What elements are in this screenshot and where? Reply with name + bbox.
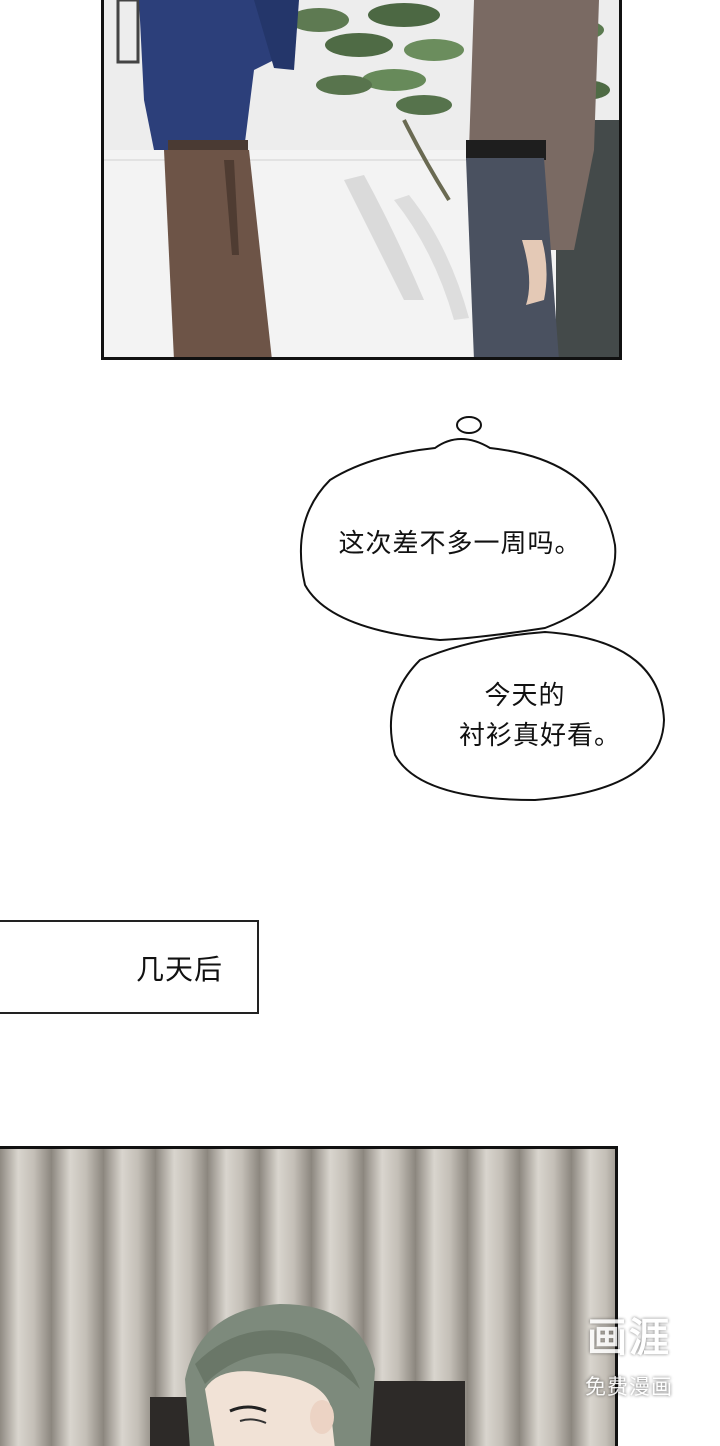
thought-dot [456,416,482,434]
time-caption-text: 几天后 [135,953,223,986]
top-panel-artwork [104,0,619,357]
bubble-second-line2: 衬衫真好看。 [458,721,621,751]
bottom-comic-panel [0,1146,618,1446]
bottom-panel-artwork [0,1149,615,1446]
bubble-first-text: 这次差不多一周吗。 [338,529,582,559]
man-taupe-shirt [466,0,599,357]
watermark: 画涯 免费漫画 [566,1305,692,1409]
man-grey-hair [185,1304,375,1446]
man-blue-shirt [139,0,299,357]
top-comic-panel [101,0,622,360]
time-caption-box: 几天后 [0,920,259,1014]
watermark-subtitle: 免费漫画 [585,1375,673,1399]
bubble-second-line1: 今天的 [484,681,566,711]
watermark-logo: 画涯 [587,1315,671,1361]
